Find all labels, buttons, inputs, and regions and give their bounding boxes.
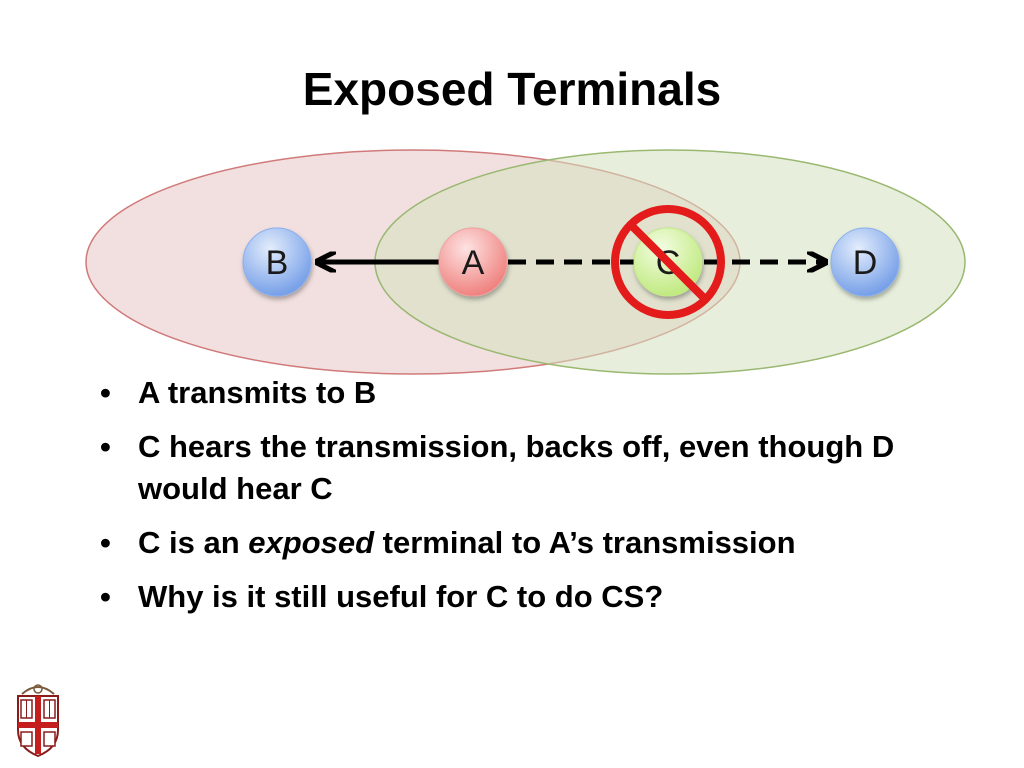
node-b-label: B [266, 244, 289, 282]
node-a-label: A [462, 244, 485, 282]
prohibition-icon [611, 205, 725, 319]
bullet-dot: • [100, 579, 111, 614]
bullet-item: • A transmits to B [100, 372, 980, 414]
exposed-terminal-diagram: B A C D [85, 149, 966, 375]
bullet-text: A transmits to B [138, 375, 377, 410]
bullet-emphasis: exposed [248, 525, 375, 560]
bullet-item: • Why is it still useful for C to do CS? [100, 576, 980, 618]
node-d-label: D [853, 244, 878, 282]
bullet-text: terminal to A’s transmission [374, 525, 796, 560]
node-b [242, 227, 312, 297]
bullet-item: • C is an exposed terminal to A’s transm… [100, 522, 980, 564]
bullet-text: Why is it still useful for C to do CS? [138, 579, 664, 614]
node-a [438, 227, 508, 297]
brown-university-shield-logo [17, 684, 59, 758]
bullet-text: C is an [138, 525, 249, 560]
node-d [830, 227, 900, 297]
bullet-text: C hears the transmission, backs off, eve… [138, 429, 895, 506]
slide-title: Exposed Terminals [302, 63, 722, 115]
bullet-list: • A transmits to B • C hears the transmi… [100, 372, 980, 630]
bullet-item: • C hears the transmission, backs off, e… [100, 426, 980, 510]
bullet-dot: • [100, 375, 111, 410]
bullet-dot: • [100, 525, 111, 560]
bullet-dot: • [100, 429, 111, 464]
